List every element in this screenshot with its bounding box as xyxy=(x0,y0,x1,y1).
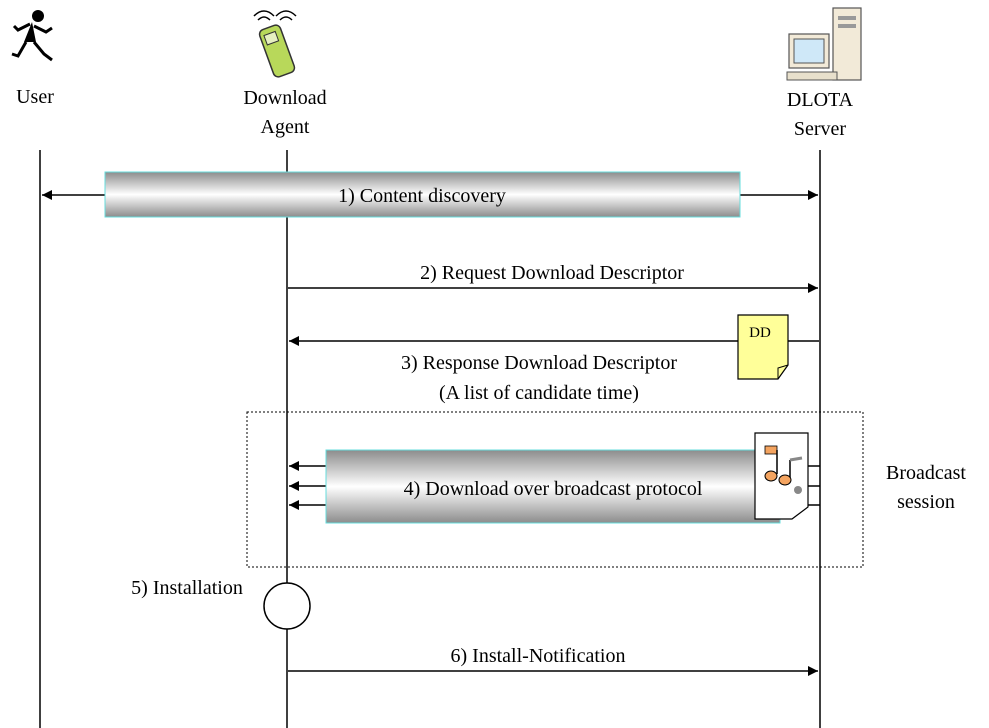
step3-label-line2: (A list of candidate time) xyxy=(439,382,639,404)
broadcast-session-box xyxy=(246,411,864,568)
desktop-computer-icon xyxy=(786,7,862,81)
user-label: User xyxy=(16,86,54,108)
step4-label: 4) Download over broadcast protocol xyxy=(404,478,703,500)
step5-label: 5) Installation xyxy=(131,577,243,599)
content-discovery-bar xyxy=(104,171,741,218)
broadcast-download-bar xyxy=(325,449,781,524)
running-person-icon xyxy=(11,10,53,62)
broadcast-label-line2: session xyxy=(897,491,955,513)
agent-label-line1: Download xyxy=(243,87,326,109)
agent-label-line2: Agent xyxy=(261,116,310,138)
step1-label: 1) Content discovery xyxy=(338,185,506,207)
step3-label-line1: 3) Response Download Descriptor xyxy=(401,352,677,374)
step2-label: 2) Request Download Descriptor xyxy=(420,262,684,284)
step6-label: 6) Install-Notification xyxy=(451,645,626,667)
mobile-phone-icon xyxy=(253,10,297,78)
music-file-icon xyxy=(754,432,809,520)
server-label-line2: Server xyxy=(794,118,847,140)
dd-document-label: DD xyxy=(749,325,771,341)
installation-activation xyxy=(263,582,311,630)
broadcast-label-line1: Broadcast xyxy=(886,462,966,484)
server-label-line1: DLOTA xyxy=(787,89,854,111)
dd-document: DD xyxy=(737,314,789,380)
